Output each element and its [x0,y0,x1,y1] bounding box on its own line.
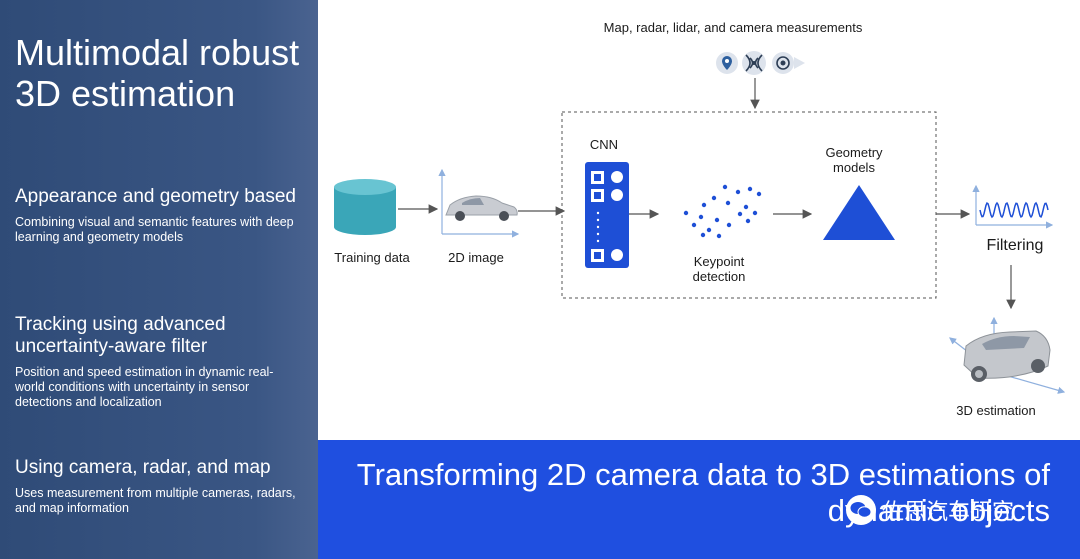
keypoint-dot [722,184,728,190]
keypoint-dot [747,186,753,192]
section-heading: Tracking using advanced uncertainty-awar… [15,314,226,357]
sensors-label: Map, radar, lidar, and camera measuremen… [603,20,863,35]
watermark-text: 佐思汽车研究 [882,499,1015,524]
left-panel: Multimodal robust 3D estimation [0,0,318,559]
bottom-banner: Transforming 2D camera data to 3D estima… [318,440,1080,559]
keypoint-dot [711,195,717,201]
keypoint-dots [683,184,762,239]
keypoint-dot [683,210,689,216]
filtering-label: Filtering [986,237,1044,254]
training-data-label: Training data [334,250,410,265]
wechat-icon [846,495,876,525]
cnn-block [585,162,629,268]
section-body: Combining visual and semantic features w… [15,215,294,244]
keypoint-dot [725,200,731,206]
keypoint-dot [752,210,758,216]
camera-icon [772,52,805,74]
keypoint-dot [714,217,720,223]
section-appearance: Appearance and geometry based Combining … [15,186,305,245]
keypoint-dot [726,222,732,228]
diagram-graphics [334,51,1066,394]
keypoint-dot [716,233,722,239]
geometry-label: Geometry models [825,145,883,175]
estimation-label: 3D estimation [956,403,1036,418]
keypoint-dot [737,211,743,217]
image-2d-label: 2D image [448,250,504,265]
radar-icon [742,51,766,75]
keypoint-dot [691,222,697,228]
processing-box [561,111,937,299]
map-pin-icon [716,52,738,74]
keypoint-dot [743,204,749,210]
cnn-label: CNN [589,137,619,152]
signal-wave-icon [972,184,1054,229]
page-title: Multimodal robust 3D estimation [15,32,300,114]
keypoint-dot [698,214,704,220]
keypoint-label: Keypoint detection [692,254,746,284]
geometry-triangle-icon [823,185,895,240]
keypoint-dot [700,232,706,238]
keypoint-dot [745,218,751,224]
database-icon [334,179,396,235]
section-body: Uses measurement from multiple cameras, … [15,486,296,515]
image-2d-icon [438,168,520,238]
keypoint-dot [756,191,762,197]
pipeline-diagram: Map, radar, lidar, and camera measuremen… [318,0,1080,440]
keypoint-dot [735,189,741,195]
section-tracking: Tracking using advanced uncertainty-awar… [15,314,305,410]
car-3d-icon [949,316,1066,394]
keypoint-dot [701,202,707,208]
watermark: 佐思汽车研究 [846,494,1014,526]
section-heading: Using camera, radar, and map [15,457,271,478]
section-heading: Appearance and geometry based [15,186,296,207]
section-body: Position and speed estimation in dynamic… [15,365,274,409]
section-sensors: Using camera, radar, and map Uses measur… [15,457,305,516]
keypoint-dot [706,227,712,233]
